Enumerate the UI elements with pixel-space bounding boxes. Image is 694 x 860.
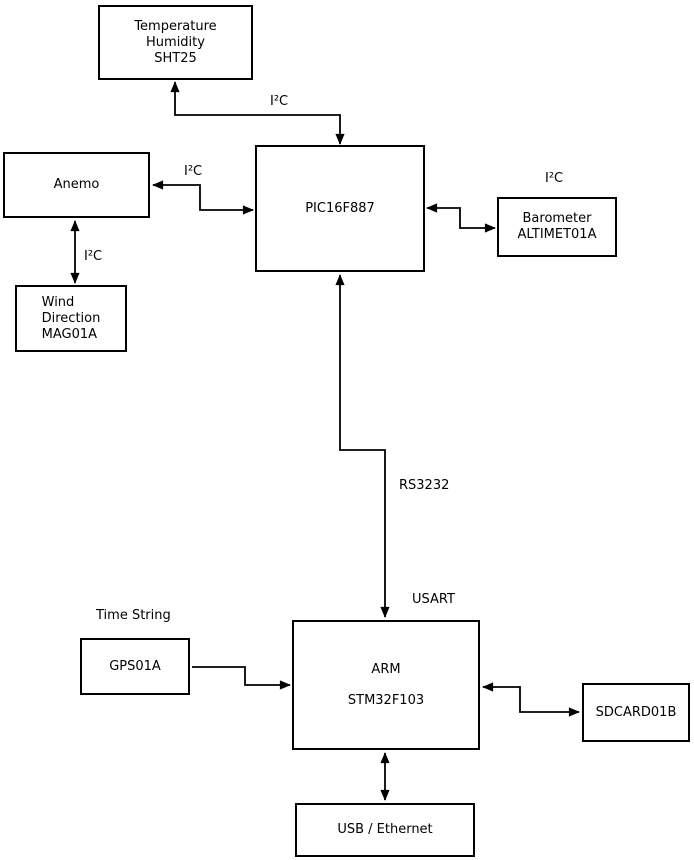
block-wind-direction-mag01a: Wind Direction MAG01A — [15, 285, 127, 352]
block-sht25-text: Temperature Humidity SHT25 — [134, 19, 216, 67]
block-usb-ethernet: USB / Ethernet — [295, 803, 475, 857]
block-wind-direction-line3: MAG01A — [41, 326, 98, 342]
block-pic16f887-line1: PIC16F887 — [305, 200, 375, 216]
block-usb-ethernet-line1: USB / Ethernet — [337, 822, 433, 837]
wire-pic-barometer — [426, 203, 496, 233]
block-gps01a-line1: GPS01A — [109, 658, 161, 674]
block-arm-stm32f103: ARM STM32F103 — [292, 620, 480, 750]
block-sdcard01b-text: SDCARD01B — [596, 705, 677, 721]
label-i2c-sht25: I²C — [270, 94, 289, 109]
block-gps01a-text: GPS01A — [109, 659, 161, 675]
label-rs3232: RS3232 — [399, 478, 450, 493]
wire-gps-arm — [192, 666, 291, 690]
block-sdcard01b-line1: SDCARD01B — [595, 704, 677, 720]
wire-pic-arm — [335, 274, 390, 618]
block-sdcard01b: SDCARD01B — [582, 683, 690, 742]
block-barometer-altimet01a: Barometer ALTIMET01A — [497, 197, 617, 257]
block-sht25-line3: SHT25 — [154, 50, 197, 66]
block-anemo-line1: Anemo — [53, 177, 100, 192]
block-arm-text: ARM STM32F103 — [348, 662, 424, 709]
block-sht25-line1: Temperature — [134, 18, 217, 34]
label-time-string: Time String — [96, 608, 171, 623]
block-wind-direction-line1: Wind — [41, 294, 75, 310]
wire-sht25-pic — [170, 81, 345, 145]
wire-arm-sdcard — [482, 682, 580, 717]
block-temperature-humidity-sht25: Temperature Humidity SHT25 — [98, 5, 253, 80]
block-barometer-line2: ALTIMET01A — [517, 227, 597, 242]
block-anemo-text: Anemo — [54, 177, 100, 193]
block-barometer-text: Barometer ALTIMET01A — [518, 211, 597, 243]
label-usart: USART — [412, 592, 455, 607]
block-sht25-line2: Humidity — [146, 34, 205, 50]
block-arm-line2: STM32F103 — [347, 692, 425, 708]
block-gps01a: GPS01A — [80, 638, 190, 695]
block-arm-line1: ARM — [371, 661, 401, 677]
label-i2c-barometer: I²C — [545, 171, 564, 186]
block-pic16f887: PIC16F887 — [255, 145, 425, 272]
wire-anemo-pic — [152, 180, 254, 215]
block-pic16f887-text: PIC16F887 — [305, 201, 375, 217]
label-i2c-wind-direction: I²C — [84, 249, 103, 264]
block-usb-ethernet-text: USB / Ethernet — [337, 822, 432, 838]
block-barometer-line1: Barometer — [522, 211, 592, 226]
block-wind-direction-line2: Direction — [41, 310, 101, 326]
block-wind-direction-text: Wind Direction MAG01A — [42, 295, 101, 343]
block-anemo: Anemo — [3, 152, 150, 218]
label-i2c-anemo: I²C — [184, 164, 203, 179]
